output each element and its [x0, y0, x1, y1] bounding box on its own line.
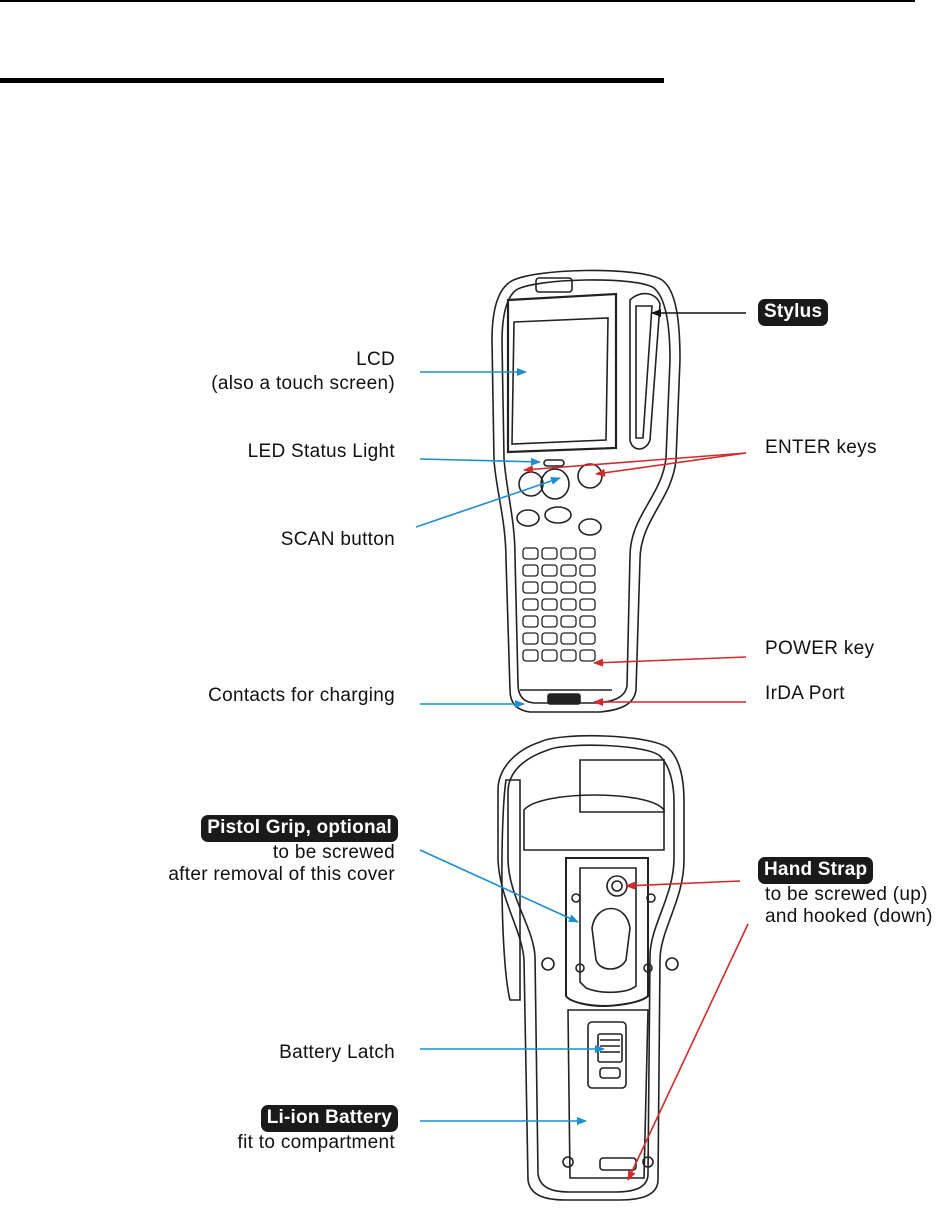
- hand-hook-arrow: [628, 924, 748, 1180]
- enter-arrow-1: [524, 453, 746, 470]
- hand-note-1: to be screwed (up): [765, 884, 928, 906]
- power-label: POWER key: [765, 638, 874, 660]
- scan-label: SCAN button: [150, 529, 395, 551]
- battery-latch-label: Battery Latch: [150, 1042, 395, 1064]
- power-arrow: [594, 657, 746, 663]
- lcd-label: LCD: [150, 349, 395, 371]
- hand-note-2: and hooked (down): [765, 906, 933, 928]
- stylus-label: Stylus: [758, 299, 828, 326]
- contacts-label: Contacts for charging: [120, 685, 395, 707]
- battery-note: fit to compartment: [150, 1132, 395, 1154]
- irda-label: IrDA Port: [765, 683, 845, 705]
- hand-arrow: [626, 881, 740, 886]
- hand-strap-label: Hand Strap: [758, 857, 873, 884]
- pistol-grip-label: Pistol Grip, optional: [100, 815, 398, 842]
- lcd-note: (also a touch screen): [150, 373, 395, 395]
- pistol-note-1: to be screwed: [100, 842, 395, 864]
- led-label: LED Status Light: [150, 441, 395, 463]
- pistol-note-2: after removal of this cover: [100, 864, 395, 886]
- led-arrow: [420, 459, 540, 462]
- battery-label: Li-ion Battery: [150, 1105, 398, 1132]
- back-device: [498, 736, 684, 1200]
- pistol-arrow: [420, 850, 578, 922]
- enter-label: ENTER keys: [765, 437, 877, 459]
